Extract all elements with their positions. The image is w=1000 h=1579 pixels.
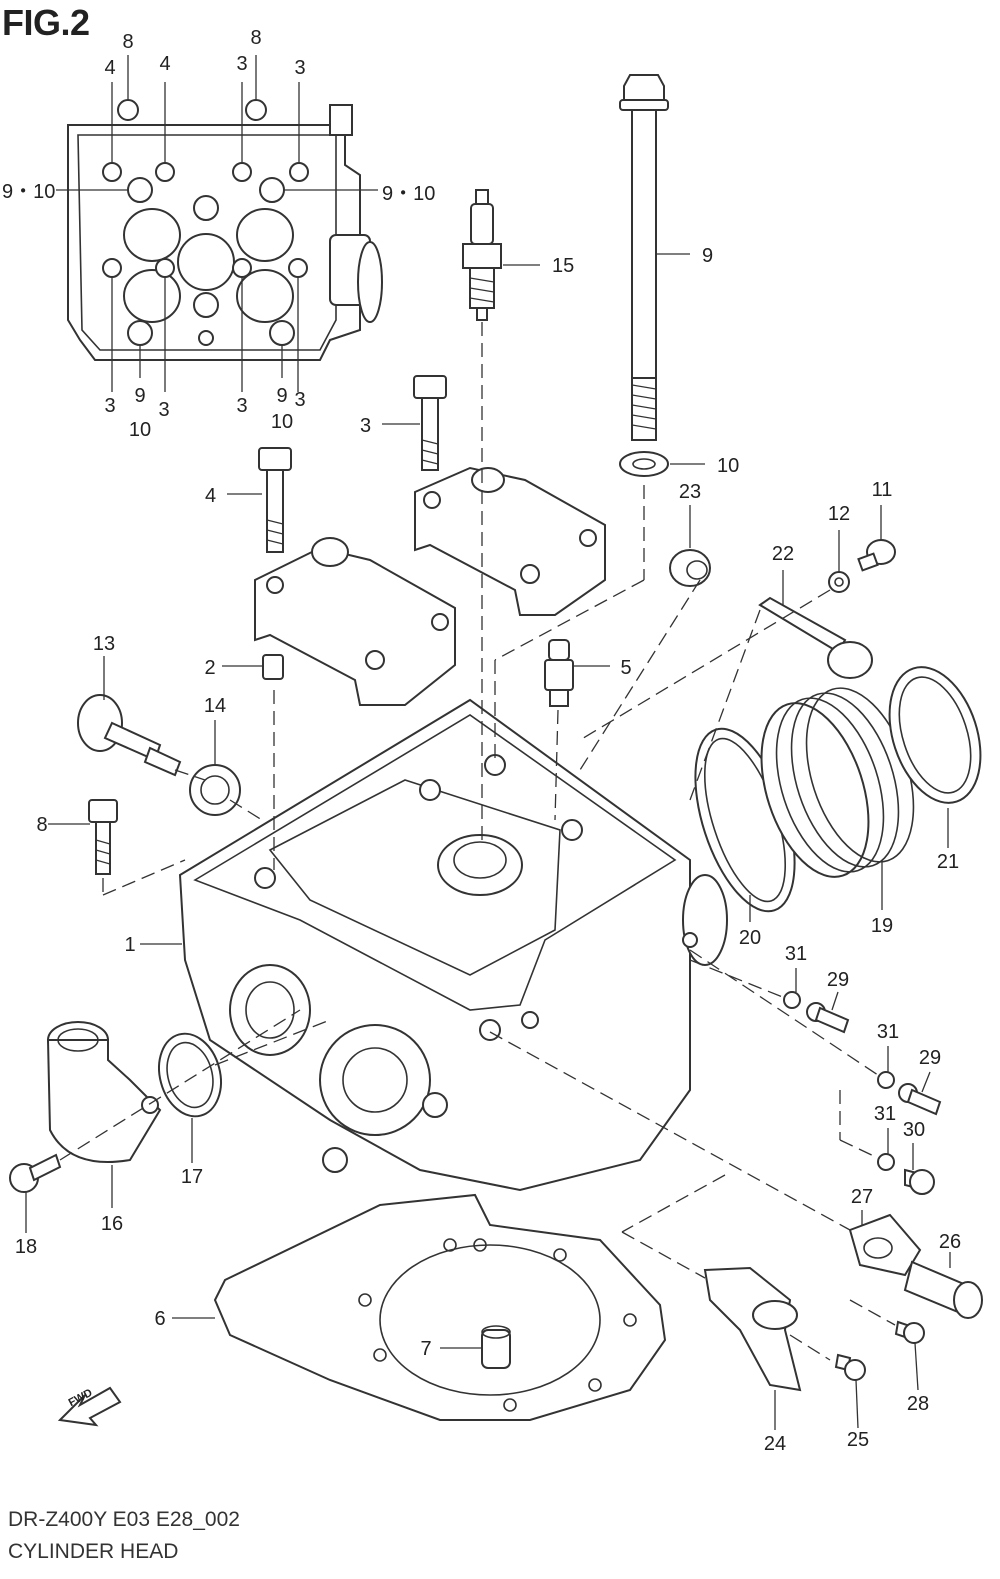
callout-3: 3 <box>104 395 115 417</box>
callout-2: 2 <box>204 657 215 679</box>
callout-13: 13 <box>93 633 115 655</box>
inset-leader-lines <box>56 55 378 392</box>
main-leader-lines <box>25 253 951 1430</box>
callout-4: 4 <box>205 485 216 507</box>
long-stud-bolt <box>619 74 669 441</box>
cam-chain-tensioner-gasket <box>848 1213 922 1277</box>
tensioner-cap <box>903 1260 983 1319</box>
callout-31: 31 <box>874 1103 896 1125</box>
callout-3: 3 <box>236 53 247 75</box>
camshaft-holder-bolt-upper <box>413 375 447 471</box>
callout-3: 3 <box>294 389 305 411</box>
callout-31: 31 <box>877 1021 899 1043</box>
assembly-name: CYLINDER HEAD <box>8 1540 179 1563</box>
union-bolt <box>77 694 182 777</box>
callout-9: 9 <box>134 385 145 407</box>
callout-21: 21 <box>937 851 959 873</box>
callout-8: 8 <box>122 31 133 53</box>
callout-9-10: 9・10 <box>382 183 435 205</box>
callout-8: 8 <box>36 814 47 836</box>
cylinder-head-top-view <box>67 99 383 361</box>
intake-clamp-outer <box>888 666 982 804</box>
callout-3: 3 <box>294 57 305 79</box>
plug-tappet <box>544 639 574 707</box>
intake-washer <box>828 571 850 593</box>
callout-11: 11 <box>872 479 893 501</box>
water-outlet-bolt <box>9 1153 62 1193</box>
callout-30: 30 <box>903 1119 925 1141</box>
callout-31: 31 <box>785 943 807 965</box>
callout-14: 14 <box>204 695 226 717</box>
callout-25: 25 <box>847 1429 869 1451</box>
figure-title: FIG.2 <box>2 2 90 43</box>
intake-pipe <box>760 687 915 878</box>
cylinder-head-gasket <box>213 1193 667 1421</box>
gasket-washer-b <box>877 1071 895 1089</box>
callout-labels: 8 8 4 4 3 3 9・10 9・10 3 9 10 3 3 9 10 3 … <box>2 27 961 1455</box>
callout-9: 9 <box>276 385 287 407</box>
spark-plug <box>462 189 502 321</box>
gasket-dowel <box>481 1325 511 1369</box>
intake-nut <box>669 549 711 587</box>
callout-12: 12 <box>828 503 850 525</box>
tensioner-screw <box>894 1320 925 1344</box>
water-outlet-fitting <box>46 1021 162 1163</box>
callout-15: 15 <box>552 255 574 277</box>
oil-bolt-b <box>898 1083 942 1116</box>
callout-19: 19 <box>871 915 893 937</box>
camshaft-holder-right <box>414 466 606 616</box>
callout-6: 6 <box>154 1308 165 1330</box>
callout-10: 10 <box>129 419 151 441</box>
cylinder-head-body <box>178 698 728 1192</box>
camshaft-holder-bolt-lower <box>258 447 292 553</box>
gasket-washer-a <box>783 991 801 1009</box>
water-outlet-o-ring <box>158 1032 222 1118</box>
callout-4: 4 <box>104 57 115 79</box>
stud-washer <box>619 451 669 477</box>
callout-7: 7 <box>420 1338 431 1360</box>
gasket-washer-c <box>877 1153 895 1171</box>
diagram-code: DR-Z400Y E03 E28_002 <box>8 1508 240 1531</box>
callout-9: 9 <box>702 245 713 267</box>
oil-bolt-a <box>806 1002 850 1034</box>
dowel-pin <box>262 654 284 680</box>
assembly-dashed-lines <box>59 322 896 1361</box>
callout-27: 27 <box>851 1186 873 1208</box>
callout-10: 10 <box>717 455 739 477</box>
callout-3: 3 <box>236 395 247 417</box>
callout-17: 17 <box>181 1166 203 1188</box>
camshaft-holder-left <box>254 537 456 706</box>
callout-28: 28 <box>907 1393 929 1415</box>
bracket-screw <box>834 1353 866 1381</box>
callout-24: 24 <box>764 1433 786 1455</box>
callout-16: 16 <box>101 1213 123 1235</box>
callout-4: 4 <box>159 53 170 75</box>
seal-ring <box>189 764 241 816</box>
callout-29: 29 <box>919 1047 941 1069</box>
cable-bracket <box>703 1266 802 1392</box>
callout-23: 23 <box>679 481 701 503</box>
intake-screw <box>857 539 896 572</box>
callout-3: 3 <box>158 399 169 421</box>
callout-20: 20 <box>739 927 761 949</box>
oil-bolt-c <box>904 1168 935 1195</box>
callout-5: 5 <box>620 657 631 679</box>
fwd-arrow-icon <box>57 1386 122 1427</box>
callout-3: 3 <box>360 415 371 437</box>
callout-10: 10 <box>271 411 293 433</box>
callout-9-10: 9・10 <box>2 181 55 203</box>
callout-22: 22 <box>772 543 794 565</box>
intake-pipe-bolt <box>758 596 873 679</box>
head-side-bolt <box>88 799 118 875</box>
callout-1: 1 <box>124 934 135 956</box>
callout-18: 18 <box>15 1236 37 1258</box>
callout-8: 8 <box>250 27 261 49</box>
callout-26: 26 <box>939 1231 961 1253</box>
callout-29: 29 <box>827 969 849 991</box>
